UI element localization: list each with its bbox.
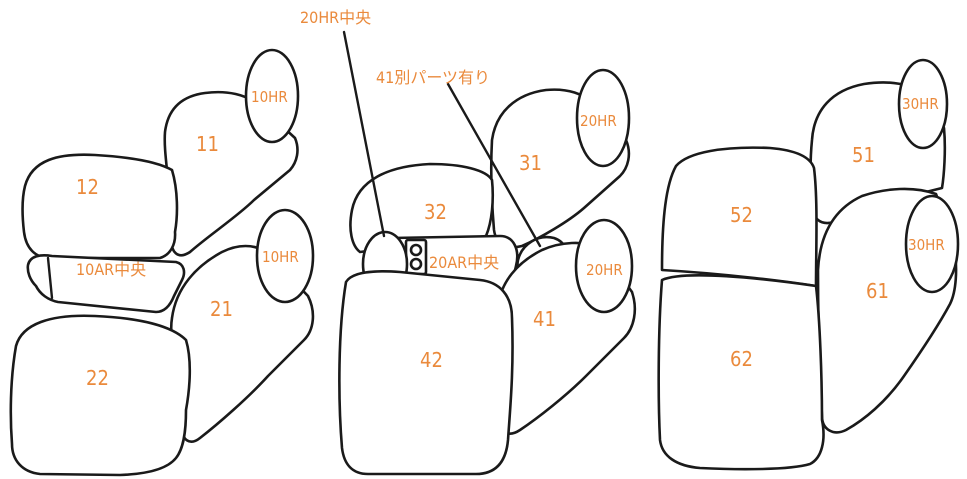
label-10ar-center: 10AR中央 <box>76 260 146 279</box>
label-10hr-upper: 10HR <box>251 88 288 106</box>
callout-line-part-41 <box>446 82 542 248</box>
cupholder-2 <box>409 257 423 271</box>
label-12: 12 <box>76 175 99 199</box>
label-20hr-upper: 20HR <box>580 112 617 130</box>
label-21: 21 <box>210 297 233 321</box>
label-42: 42 <box>420 348 443 372</box>
seat-group-2 <box>338 68 637 476</box>
seat-cushion-62 <box>657 274 825 471</box>
label-61: 61 <box>866 279 889 303</box>
label-11: 11 <box>196 132 219 156</box>
seat-cushion-22 <box>9 314 192 477</box>
callout-20hr-center: 20HR中央 <box>300 8 371 27</box>
label-10hr-lower: 10HR <box>262 248 299 266</box>
headrest-20hr-upper <box>575 68 631 168</box>
seat-group-3 <box>657 58 960 471</box>
armrest-10ar-inner-line <box>46 256 54 300</box>
cupholder-1 <box>409 243 423 257</box>
label-20hr-lower: 20HR <box>586 261 623 279</box>
callout-line-20hr-center <box>342 30 386 238</box>
label-41: 41 <box>533 307 556 331</box>
label-51: 51 <box>852 143 875 167</box>
headrest-10hr-upper <box>244 48 300 144</box>
label-30hr-upper: 30HR <box>902 95 939 113</box>
headrest-30hr-lower <box>904 194 960 294</box>
armrest-10ar <box>26 253 186 314</box>
headrest-30hr-upper <box>897 58 949 150</box>
headrest-10hr-lower <box>255 208 315 304</box>
label-30hr-lower: 30HR <box>908 236 945 254</box>
label-20ar-center: 20AR中央 <box>429 253 499 272</box>
seat-group-1 <box>9 48 315 477</box>
callout-part-41: 41別パーツ有り <box>376 68 490 87</box>
label-31: 31 <box>519 151 542 175</box>
seat-cushion-42 <box>338 270 514 476</box>
label-52: 52 <box>730 203 753 227</box>
headrest-20hr-lower <box>574 218 634 314</box>
label-22: 22 <box>86 366 109 390</box>
label-32: 32 <box>424 200 447 224</box>
seat-cushion-12 <box>21 153 179 260</box>
seat-cushion-32 <box>349 162 495 254</box>
label-62: 62 <box>730 347 753 371</box>
